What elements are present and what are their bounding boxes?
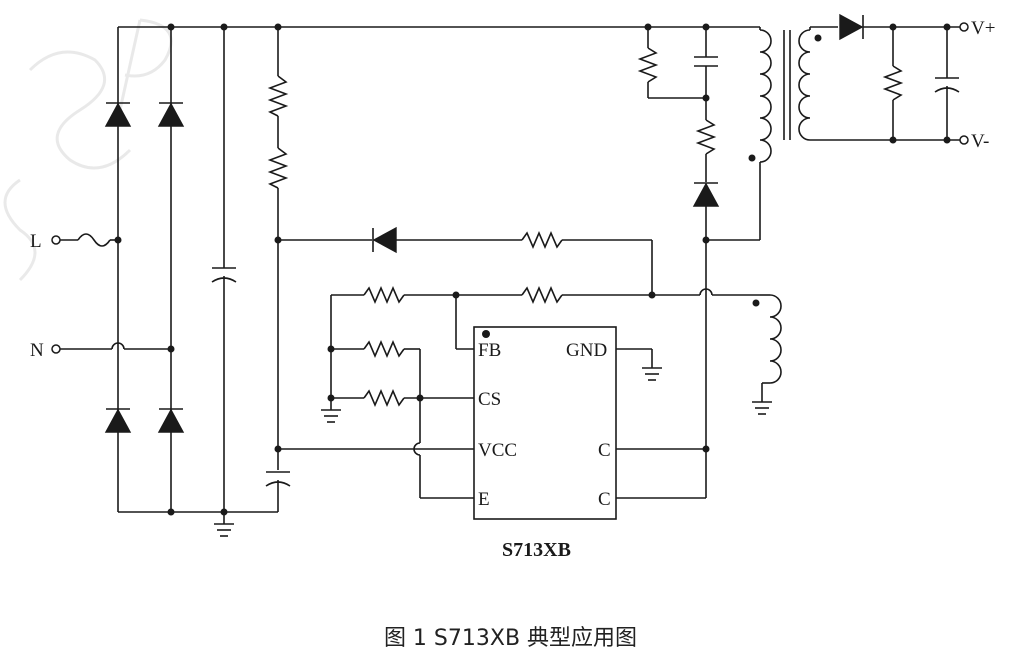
ground-icon (752, 401, 772, 415)
pin-vcc-label: VCC (478, 440, 517, 461)
terminal-n-label: N (30, 340, 44, 361)
bridge-diode-2 (157, 102, 185, 127)
ground-icon (321, 409, 341, 423)
terminal-vplus (959, 22, 969, 32)
terminal-vplus-label: V+ (971, 18, 995, 39)
aux-winding (752, 294, 782, 402)
terminal-vminus-label: V- (971, 131, 989, 152)
bridge-diode-1 (104, 102, 132, 127)
vcc-feed (278, 226, 653, 295)
output-stage: V+ V- (839, 13, 995, 152)
chip-name: S713XB (502, 539, 571, 561)
terminal-vminus (959, 135, 969, 145)
ground-icon (214, 523, 234, 537)
bridge-rectifier (104, 27, 185, 512)
bridge-diode-4 (157, 408, 185, 433)
bridge-diode-3 (104, 408, 132, 433)
terminal-n (51, 344, 61, 354)
snubber-diode (692, 182, 720, 207)
vcc-diode (372, 226, 397, 254)
pin-c1-label: C (598, 440, 611, 461)
ac-input-n: N (30, 340, 171, 361)
terminal-l-label: L (30, 231, 42, 252)
bottom-rail (118, 508, 278, 516)
circuit-schematic: L N (3, 13, 995, 561)
ground-icon (642, 367, 662, 381)
terminal-l (51, 235, 61, 245)
startup-resistors (267, 27, 289, 470)
pin-cs-label: CS (478, 389, 501, 410)
cs-resistors (327, 295, 474, 499)
ac-input-l: L (30, 231, 118, 252)
snubber (637, 27, 760, 498)
pin1-marker (482, 330, 490, 338)
pin-c2-label: C (598, 489, 611, 510)
pin-fb-label: FB (478, 340, 501, 361)
output-diode (839, 13, 864, 41)
top-rail (118, 23, 760, 31)
pin-e-label: E (478, 489, 490, 510)
fuse-icon (77, 233, 111, 247)
watermark-logo (3, 18, 173, 282)
chip-s713xb: FB CS VCC E GND C C S713XB (473, 326, 617, 561)
fb-divider (331, 285, 760, 350)
figure-caption: 图 1 S713XB 典型应用图 (383, 626, 638, 651)
bulk-capacitor (211, 27, 237, 524)
collector-wires (616, 445, 710, 499)
pin-gnd-label: GND (566, 340, 607, 361)
vcc-capacitor (265, 471, 291, 512)
transformer (748, 26, 960, 240)
gnd-pin-wire (616, 348, 653, 368)
